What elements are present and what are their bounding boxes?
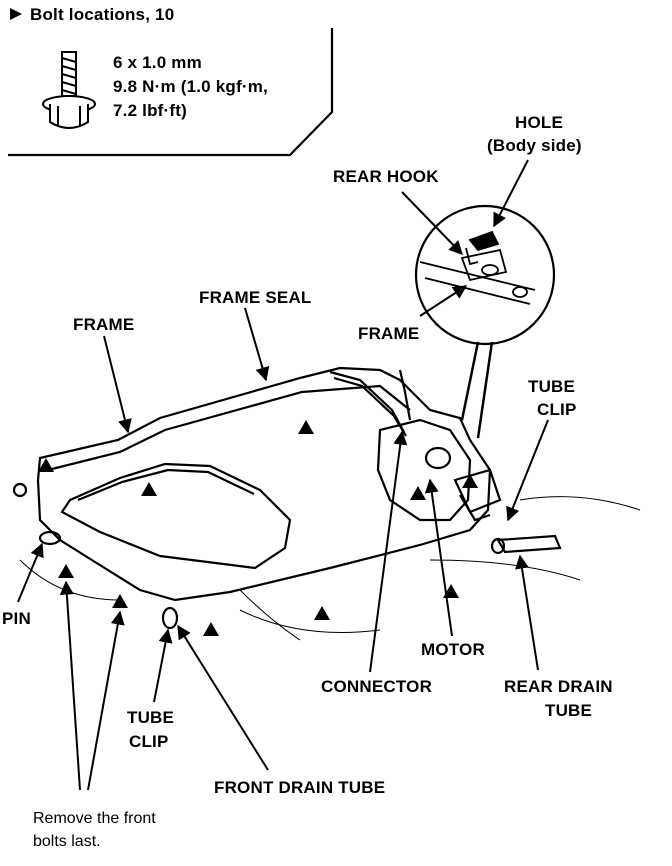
legend-box [8,28,334,157]
label-connector: CONNECTOR [321,677,433,696]
legend-spec-torque-1: 9.8 N·m (1.0 kgf·m, [113,77,268,96]
label-front-drain-tube: FRONT DRAIN TUBE [214,778,386,797]
legend-marker-text: Bolt locations, 10 [30,5,175,24]
label-hole: HOLE [515,113,564,132]
arrow-frame-seal [244,307,270,382]
arrow-front-drain [177,624,269,771]
bolt-icon [42,51,96,129]
remove-note-line-2: bolts last. [33,833,101,850]
bolt-marker [314,606,330,620]
bolt-markers [38,420,478,636]
bolt-marker [410,486,426,500]
label-pin: PIN [2,609,31,628]
arrow-tube-clip-front [153,628,173,703]
bolt-marker [298,420,314,434]
label-rear-drain-2: TUBE [545,701,593,720]
label-frame-left: FRAME [73,315,135,334]
bolt-marker [462,474,478,488]
label-rear-drain-1: REAR DRAIN [504,677,613,696]
arrow-frame-left [103,335,132,434]
label-tube-clip-front-2: CLIP [129,732,169,751]
arrow-remove-1 [59,580,81,791]
label-rear-hook: REAR HOOK [333,167,439,186]
label-tube-clip-right-2: CLIP [537,400,577,419]
bolt-marker [38,458,54,472]
callout-arrows [17,159,549,791]
arrow-connector [369,430,408,673]
label-frame-detail: FRAME [358,324,420,343]
label-frame-seal: FRAME SEAL [199,288,312,307]
bolt-marker [203,622,219,636]
remove-note-line-1: Remove the front [33,810,156,827]
arrow-rear-hook [401,191,463,256]
arrow-rear-drain [515,554,539,671]
arrow-pin [17,542,44,603]
label-hole-body-side: (Body side) [487,136,582,155]
legend-spec-torque-2: 7.2 lbf·ft) [113,101,187,120]
label-motor: MOTOR [421,640,485,659]
arrow-tube-clip-right [506,419,549,522]
detail-leader-lines [460,341,494,439]
label-tube-clip-front-1: TUBE [127,708,175,727]
arrow-hole [493,159,529,228]
legend-spec-size: 6 x 1.0 mm [113,53,202,72]
detail-contents [419,230,536,305]
bolt-marker [58,564,74,578]
arrow-remove-2 [87,610,125,791]
sunroof-frame [12,366,641,641]
bolt-marker [112,594,128,608]
bolt-marker [141,482,157,496]
label-tube-clip-right-1: TUBE [528,377,576,396]
arrow-frame-detail [419,285,468,317]
arrow-motor [424,478,453,637]
legend-bolt-marker [10,8,22,20]
